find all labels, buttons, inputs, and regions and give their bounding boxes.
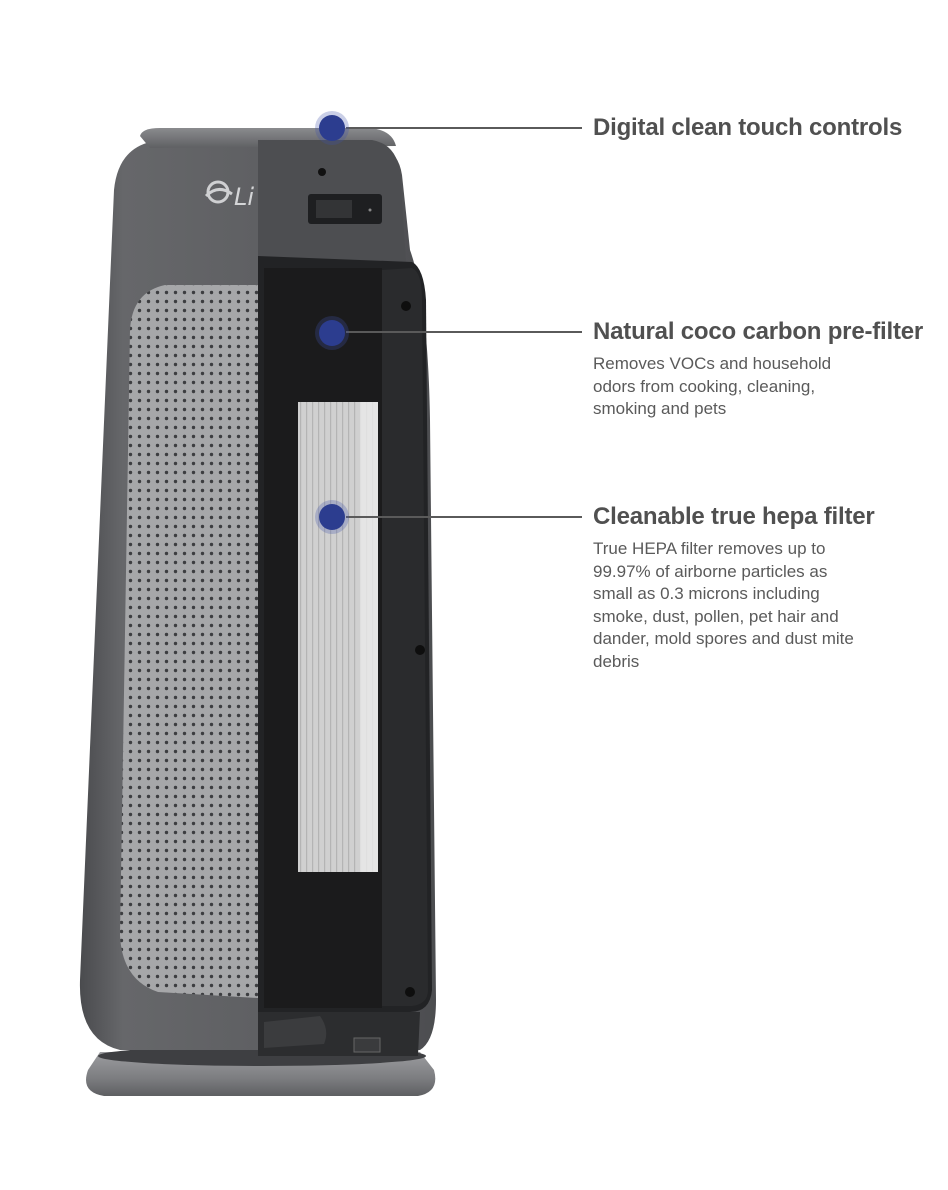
feature-description: True HEPA filter removes up to 99.97% of… bbox=[593, 539, 854, 671]
callout-line-controls bbox=[346, 127, 582, 129]
callout-dot-controls bbox=[319, 115, 345, 141]
feature-touch-controls: Digital clean touch controls bbox=[593, 113, 938, 143]
perforated-grill bbox=[120, 285, 258, 998]
feature-description: Removes VOCs and household odors from co… bbox=[593, 354, 832, 418]
brand-logo: Li bbox=[204, 180, 254, 211]
callout-line-prefilter bbox=[346, 331, 582, 333]
callout-line-hepa bbox=[346, 516, 582, 518]
callout-dot-prefilter bbox=[319, 320, 345, 346]
callout-dot-hepa bbox=[319, 504, 345, 530]
logo-text: Li bbox=[234, 183, 254, 211]
feature-title: Digital clean touch controls bbox=[593, 114, 903, 141]
feature-title: Natural coco carbon pre-filter bbox=[593, 318, 924, 345]
feature-title: Cleanable true hepa filter bbox=[593, 503, 875, 530]
feature-carbon-prefilter: Natural coco carbon pre-filter Removes V… bbox=[593, 317, 938, 421]
feature-hepa-filter: Cleanable true hepa filter True HEPA fil… bbox=[593, 502, 938, 673]
